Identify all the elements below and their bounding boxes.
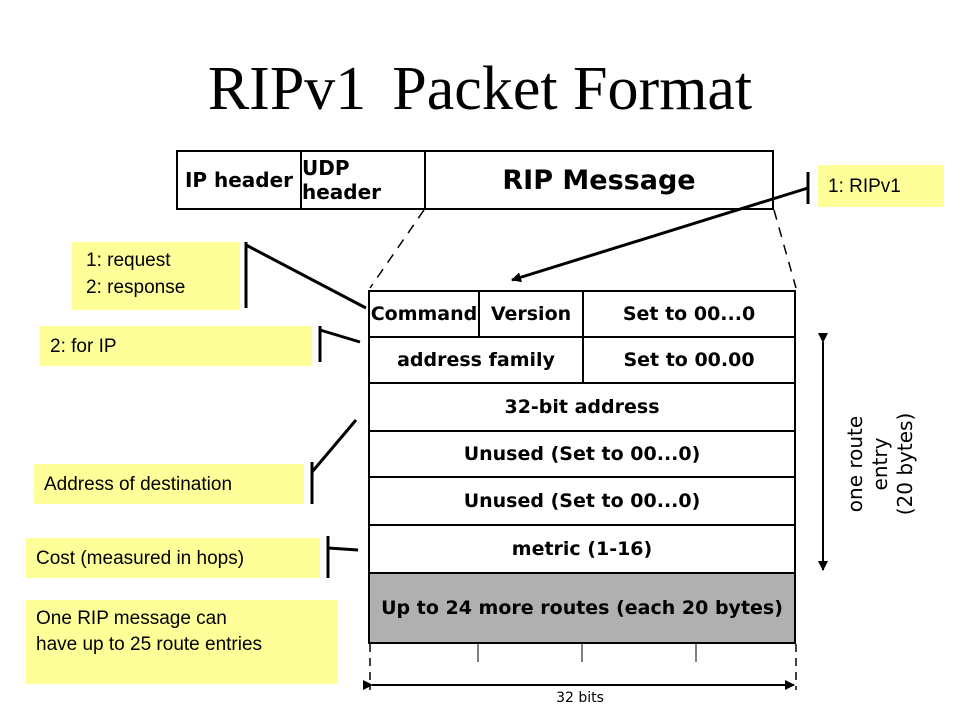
command-field: Command (370, 292, 480, 336)
note-max-entries: One RIP message can have up to 25 route … (26, 600, 338, 684)
callout-metric-line (327, 546, 359, 552)
unused-field-1: Unused (Set to 00...0) (463, 443, 701, 465)
more-routes-row: Up to 24 more routes (each 20 bytes) (368, 574, 796, 644)
slide-title: RIPv1 Packet Format (0, 58, 960, 120)
unused-row-2: Unused (Set to 00...0) (368, 478, 796, 526)
more-routes-field: Up to 24 more routes (each 20 bytes) (381, 597, 783, 619)
title-text: Packet Format (392, 55, 753, 123)
note-command: 1: request 2: response (72, 242, 240, 310)
unused-field-2: Unused (Set to 00...0) (463, 490, 701, 512)
note-max-line1: One RIP message can (36, 608, 227, 629)
reserved-field-2: Set to 00.00 (623, 349, 755, 371)
metric-field: metric (1-16) (511, 538, 653, 560)
callout-address-line (310, 419, 358, 473)
metric-row: metric (1-16) (368, 526, 796, 574)
rip-message-cell: RIP Message (502, 164, 696, 196)
title-protocol: RIPv1 (207, 55, 367, 123)
callout-version-arrow (511, 186, 809, 283)
address-field: 32-bit address (504, 396, 660, 418)
note-max-line2: have up to 25 route entries (36, 633, 263, 655)
ip-header-cell: IP header (178, 152, 302, 208)
unused-row-1: Unused (Set to 00...0) (368, 432, 796, 478)
width-label: 32 bits (556, 690, 604, 706)
callout-command-line (245, 243, 367, 310)
address-family-field: address family (370, 338, 584, 382)
version-field: Version (480, 292, 584, 336)
note-response: 2: response (86, 276, 186, 298)
note-cost: Cost (measured in hops) (26, 538, 320, 578)
packet-strip: IP header UDP header RIP Message (176, 150, 774, 210)
family-row: address family Set to 00.00 (368, 338, 796, 384)
note-destination: Address of destination (34, 464, 304, 504)
header-row: Command Version Set to 00...0 (368, 290, 796, 338)
expand-left-dashed (369, 209, 425, 289)
expand-right-dashed (773, 209, 797, 289)
address-row: 32-bit address (368, 384, 796, 432)
note-version: 1: RIPv1 (818, 165, 944, 207)
note-address-family: 2: for IP (40, 326, 312, 366)
reserved-field-1: Set to 00...0 (622, 303, 756, 325)
udp-header-cell: UDP header (302, 152, 426, 208)
note-request: 1: request (86, 250, 171, 271)
callout-family-line (319, 328, 361, 344)
